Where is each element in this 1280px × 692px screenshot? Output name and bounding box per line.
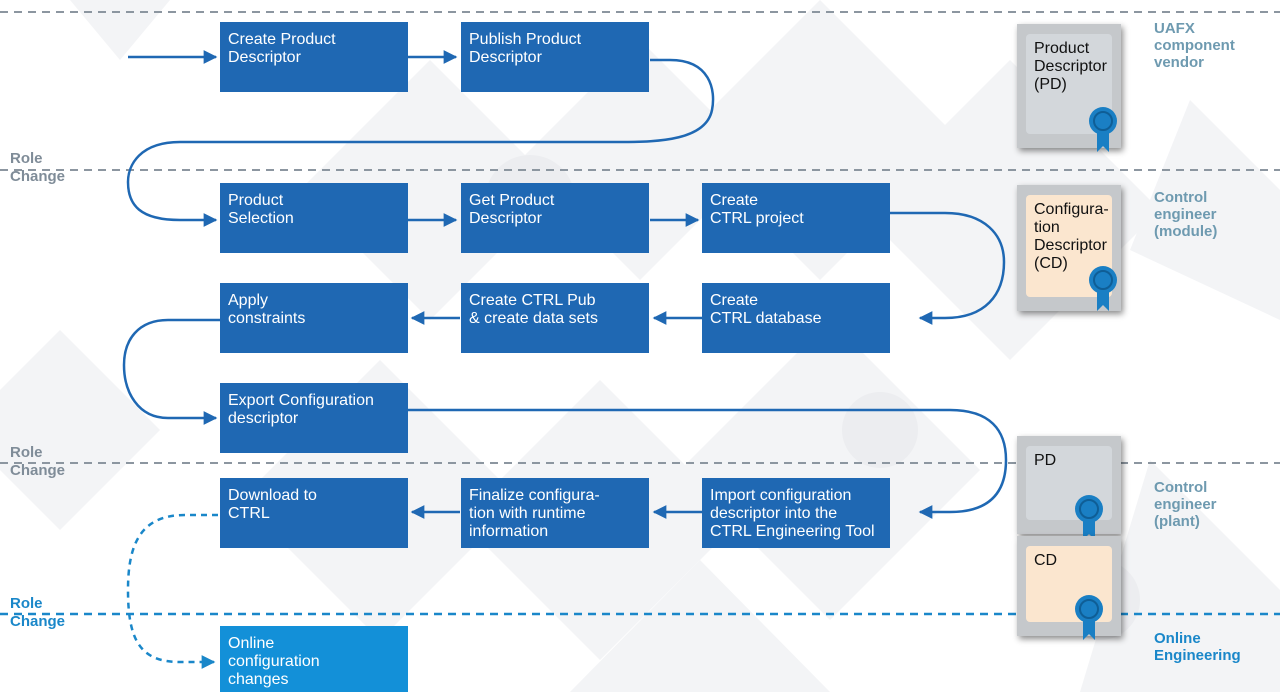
- lane-label-plant: Control engineer (plant): [1154, 479, 1217, 530]
- step-product-selection[interactable]: Product Selection: [220, 183, 408, 253]
- step-create-ctrl-project[interactable]: Create CTRL project: [702, 183, 890, 253]
- arrow-download-to-online: [126, 513, 218, 669]
- arrow-publish-to-selection: [126, 58, 715, 227]
- role-change-label-3: Role Change: [10, 595, 66, 630]
- document-product-descriptor-vendor: Product Descriptor (PD): [1017, 24, 1121, 152]
- seal-icon: [1089, 107, 1117, 152]
- lane-label-module: Control engineer (module): [1154, 189, 1218, 240]
- document-label-pd-vendor: Product Descriptor (PD): [1026, 34, 1112, 134]
- arrow-project-to-database: [890, 211, 1006, 325]
- seal-icon: [1089, 266, 1117, 311]
- seal-icon: [1075, 495, 1103, 540]
- step-publish-product-descriptor[interactable]: Publish Product Descriptor: [461, 22, 649, 92]
- document-configuration-descriptor-module: Configura- tion Descriptor (CD): [1017, 185, 1121, 311]
- arrow-export-to-import: [408, 408, 1008, 519]
- role-change-label-1: Role Change: [10, 150, 66, 185]
- lane-label-online: Online Engineering: [1154, 630, 1241, 664]
- step-apply-constraints[interactable]: Apply constraints: [220, 283, 408, 353]
- step-import-configuration-descriptor[interactable]: Import configuration descriptor into the…: [702, 478, 890, 548]
- step-download-to-ctrl[interactable]: Download to CTRL: [220, 478, 408, 548]
- step-create-ctrl-database[interactable]: Create CTRL database: [702, 283, 890, 353]
- step-online-configuration-changes[interactable]: Online configuration changes: [220, 626, 408, 692]
- step-export-configuration-descriptor[interactable]: Export Configuration descriptor: [220, 383, 408, 453]
- step-get-product-descriptor[interactable]: Get Product Descriptor: [461, 183, 649, 253]
- step-finalize-configuration[interactable]: Finalize configura- tion with runtime in…: [461, 478, 649, 548]
- step-create-product-descriptor[interactable]: Create Product Descriptor: [220, 22, 408, 92]
- role-change-label-2: Role Change: [10, 444, 66, 479]
- lane-label-vendor: UAFX component vendor: [1154, 20, 1235, 71]
- seal-icon: [1075, 595, 1103, 640]
- document-cd-plant: CD: [1017, 536, 1121, 640]
- step-create-ctrl-pub[interactable]: Create CTRL Pub & create data sets: [461, 283, 649, 353]
- arrow-constraints-to-export: [122, 318, 220, 425]
- document-pd-plant: PD: [1017, 436, 1121, 540]
